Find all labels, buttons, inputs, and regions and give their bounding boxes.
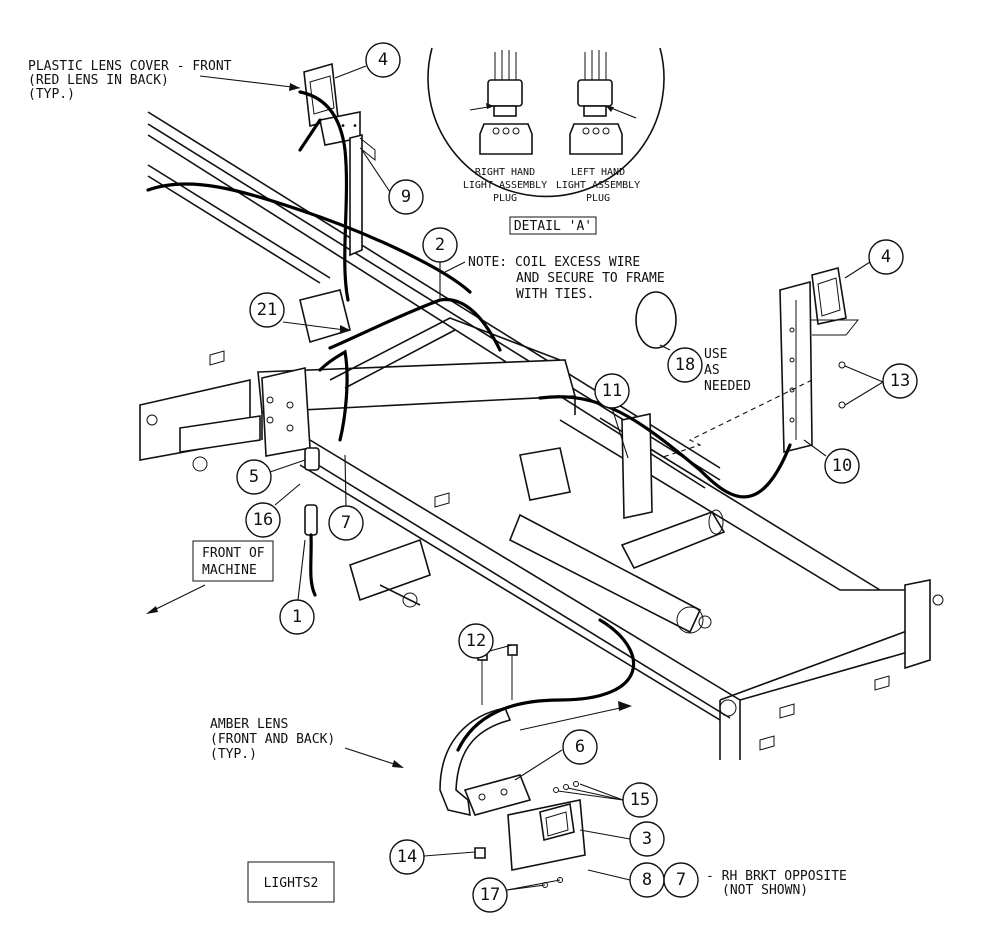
wiring-harness [146,90,792,752]
use-l1: USE [704,347,727,362]
front-l2: MACHINE [202,563,257,578]
svg-text:6: 6 [575,737,585,757]
callout-16: 16 [245,483,301,538]
detail-left-l3: PLUG [586,193,610,204]
use-l3: NEEDED [704,379,751,394]
detail-title-box [509,216,597,235]
detail-left-l1: LEFT HAND [571,167,625,178]
callout-5: 5 [236,459,306,495]
callout-17: 17 [472,877,561,913]
frame [139,111,944,760]
callout-8: 8 [587,862,665,898]
drawing-id: LIGHTS2 [264,876,319,891]
detail-title: DETAIL 'A' [514,219,592,234]
svg-text:• •: • • [340,121,358,132]
amber-l3: (TYP.) [210,747,257,762]
plastic-lens-label-l3: (TYP.) [28,87,75,102]
detail-right-l2: LIGHT ASSEMBLY [463,180,547,191]
svg-text:4: 4 [881,247,891,267]
rh-brkt-l1: - RH BRKT OPPOSITE [706,869,847,884]
svg-text:14: 14 [397,847,417,867]
amber-l1: AMBER LENS [210,717,288,732]
callout-4-top: 4 [334,42,401,79]
callout-4-right: 4 [844,239,904,279]
left-light-assembly: • • [303,62,376,257]
front-of-machine-box [192,540,274,582]
svg-text:15: 15 [630,790,650,810]
callout-13: 13 [844,363,918,406]
plastic-lens-label-l1: PLASTIC LENS COVER - FRONT [28,59,232,74]
callout-10: 10 [803,439,860,484]
front-l1: FRONT OF [202,546,265,561]
amber-l2: (FRONT AND BACK) [210,732,335,747]
detail-left-l2: LIGHT ASSEMBLY [556,180,640,191]
right-hand-plug-icon [469,50,533,155]
callout-3: 3 [579,821,665,857]
callout-7-left: 7 [328,454,364,541]
detail-right-l1: RIGHT HAND [475,167,535,178]
svg-text:18: 18 [675,355,695,375]
svg-text:12: 12 [466,631,486,651]
svg-text:7: 7 [676,870,686,890]
svg-text:5: 5 [249,467,259,487]
svg-text:8: 8 [642,870,652,890]
svg-text:9: 9 [401,187,411,207]
drawing-id-box [247,861,335,903]
detail-right-l3: PLUG [493,193,517,204]
amber-light-assembly [439,644,586,888]
svg-text:3: 3 [642,829,652,849]
callout-7-right: 7 [663,862,699,898]
svg-text:7: 7 [341,513,351,533]
callout-6: 6 [514,729,598,781]
right-light-assembly [659,266,860,459]
svg-text:11: 11 [602,381,622,401]
note-l1: NOTE: COIL EXCESS WIRE [468,255,640,270]
plug-connector [304,447,320,597]
plastic-lens-label-l2: (RED LENS IN BACK) [28,73,169,88]
svg-text:2: 2 [435,235,445,255]
callout-15: 15 [557,782,658,818]
svg-text:16: 16 [253,510,273,530]
use-l2: AS [704,363,720,378]
svg-text:1: 1 [292,607,302,627]
svg-text:21: 21 [257,300,277,320]
callout-2: 2 [422,227,458,298]
svg-text:10: 10 [832,456,852,476]
callout-1: 1 [279,539,315,635]
callout-18: 18 [659,344,703,383]
svg-text:13: 13 [890,371,910,391]
note-l3: WITH TIES. [516,287,594,302]
annotations: PLASTIC LENS COVER - FRONT (RED LENS IN … [28,59,847,903]
callout-9: 9 [361,149,424,215]
callouts: 4 9 2 4 21 18 13 11 [236,42,918,913]
svg-text:17: 17 [480,885,500,905]
callout-21: 21 [249,292,350,334]
callout-12: 12 [458,623,513,659]
left-hand-plug-icon [569,50,637,155]
svg-text:4: 4 [378,50,388,70]
tie-coil-icon [635,291,677,349]
callout-14: 14 [389,839,476,875]
callout-11: 11 [594,373,630,459]
note-l2: AND SECURE TO FRAME [516,271,665,286]
rh-brkt-l2: (NOT SHOWN) [722,883,808,898]
detail-a: RIGHT HAND LIGHT ASSEMBLY PLUG LEFT HAND… [427,47,665,235]
